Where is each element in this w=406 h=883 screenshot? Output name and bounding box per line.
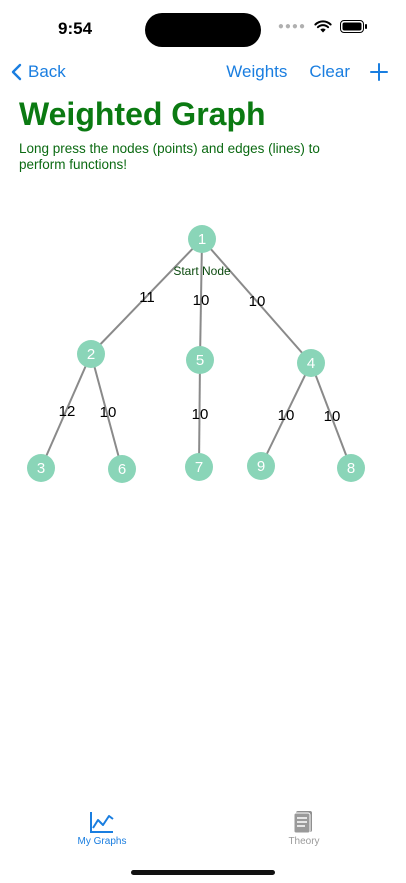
status-icons: ●●●● bbox=[278, 20, 368, 33]
graph-node[interactable] bbox=[27, 454, 55, 482]
graph-node[interactable] bbox=[108, 455, 136, 483]
chart-line-icon bbox=[90, 812, 114, 833]
navigation-bar: Back Weights Clear bbox=[0, 56, 406, 90]
edge-4-8[interactable] bbox=[310, 362, 352, 469]
cellular-signal-icon: ●●●● bbox=[277, 21, 306, 32]
book-icon bbox=[293, 811, 312, 834]
edge-5-7[interactable] bbox=[198, 359, 201, 468]
node-label: 2 bbox=[87, 346, 95, 363]
edge-4-9[interactable] bbox=[260, 362, 312, 467]
tab-my-graphs[interactable]: My Graphs bbox=[62, 810, 142, 847]
edge-1-5[interactable] bbox=[199, 238, 203, 361]
edge-weight-4-8: 10 bbox=[324, 408, 341, 425]
graph-node[interactable] bbox=[77, 340, 105, 368]
start-node-label: Start Node bbox=[173, 264, 231, 278]
edge-weight-4-9: 10 bbox=[278, 407, 295, 424]
node-label: 8 bbox=[347, 460, 355, 477]
edge-1-4[interactable] bbox=[201, 238, 312, 364]
node-label: 9 bbox=[257, 458, 265, 475]
graph-node[interactable] bbox=[188, 225, 216, 253]
plus-icon bbox=[370, 63, 388, 81]
edge-weight-2-3: 12 bbox=[59, 403, 76, 420]
back-button[interactable]: Back bbox=[10, 62, 66, 82]
page-subtitle: Long press the nodes (points) and edges … bbox=[19, 141, 320, 172]
edge-weight-2-6: 10 bbox=[100, 404, 117, 421]
edge-1-2[interactable] bbox=[90, 238, 203, 355]
chevron-left-icon bbox=[11, 63, 22, 81]
node-label: 3 bbox=[37, 460, 45, 477]
add-button[interactable] bbox=[370, 63, 388, 81]
graph-canvas: 11 10 10 12 10 10 10 10 1 2 5 4 3 6 7 9 … bbox=[27, 225, 365, 483]
status-bar: 9:54 ●●●● bbox=[0, 0, 406, 56]
tab-bar: My Graphs Theory bbox=[0, 800, 406, 860]
graph-node[interactable] bbox=[186, 346, 214, 374]
node-label: 6 bbox=[118, 461, 126, 478]
node-label: 5 bbox=[196, 352, 204, 369]
edge-weight-1-5: 10 bbox=[193, 292, 210, 309]
page-title: Weighted Graph bbox=[19, 96, 266, 132]
graph-node[interactable] bbox=[337, 454, 365, 482]
weights-button[interactable]: Weights bbox=[226, 62, 288, 81]
edge-weight-1-4: 10 bbox=[249, 293, 266, 310]
dynamic-island bbox=[145, 13, 261, 47]
edge-weight-5-7: 10 bbox=[192, 406, 209, 423]
tab-label: My Graphs bbox=[77, 836, 127, 847]
back-label: Back bbox=[28, 62, 66, 81]
graph-node[interactable] bbox=[185, 453, 213, 481]
wifi-icon bbox=[314, 20, 332, 33]
tab-label: Theory bbox=[288, 836, 320, 847]
tab-theory[interactable]: Theory bbox=[264, 810, 344, 847]
graph-node[interactable] bbox=[247, 452, 275, 480]
status-time: 9:54 bbox=[58, 19, 93, 38]
home-indicator bbox=[131, 870, 275, 875]
edge-weight-1-2: 11 bbox=[139, 289, 155, 306]
node-label: 1 bbox=[198, 231, 206, 248]
graph-node[interactable] bbox=[297, 349, 325, 377]
clear-button[interactable]: Clear bbox=[309, 62, 350, 81]
battery-icon bbox=[340, 20, 367, 33]
edge-2-6[interactable] bbox=[90, 353, 123, 470]
edge-2-3[interactable] bbox=[40, 353, 92, 469]
node-label: 4 bbox=[307, 355, 315, 372]
node-label: 7 bbox=[195, 459, 203, 476]
